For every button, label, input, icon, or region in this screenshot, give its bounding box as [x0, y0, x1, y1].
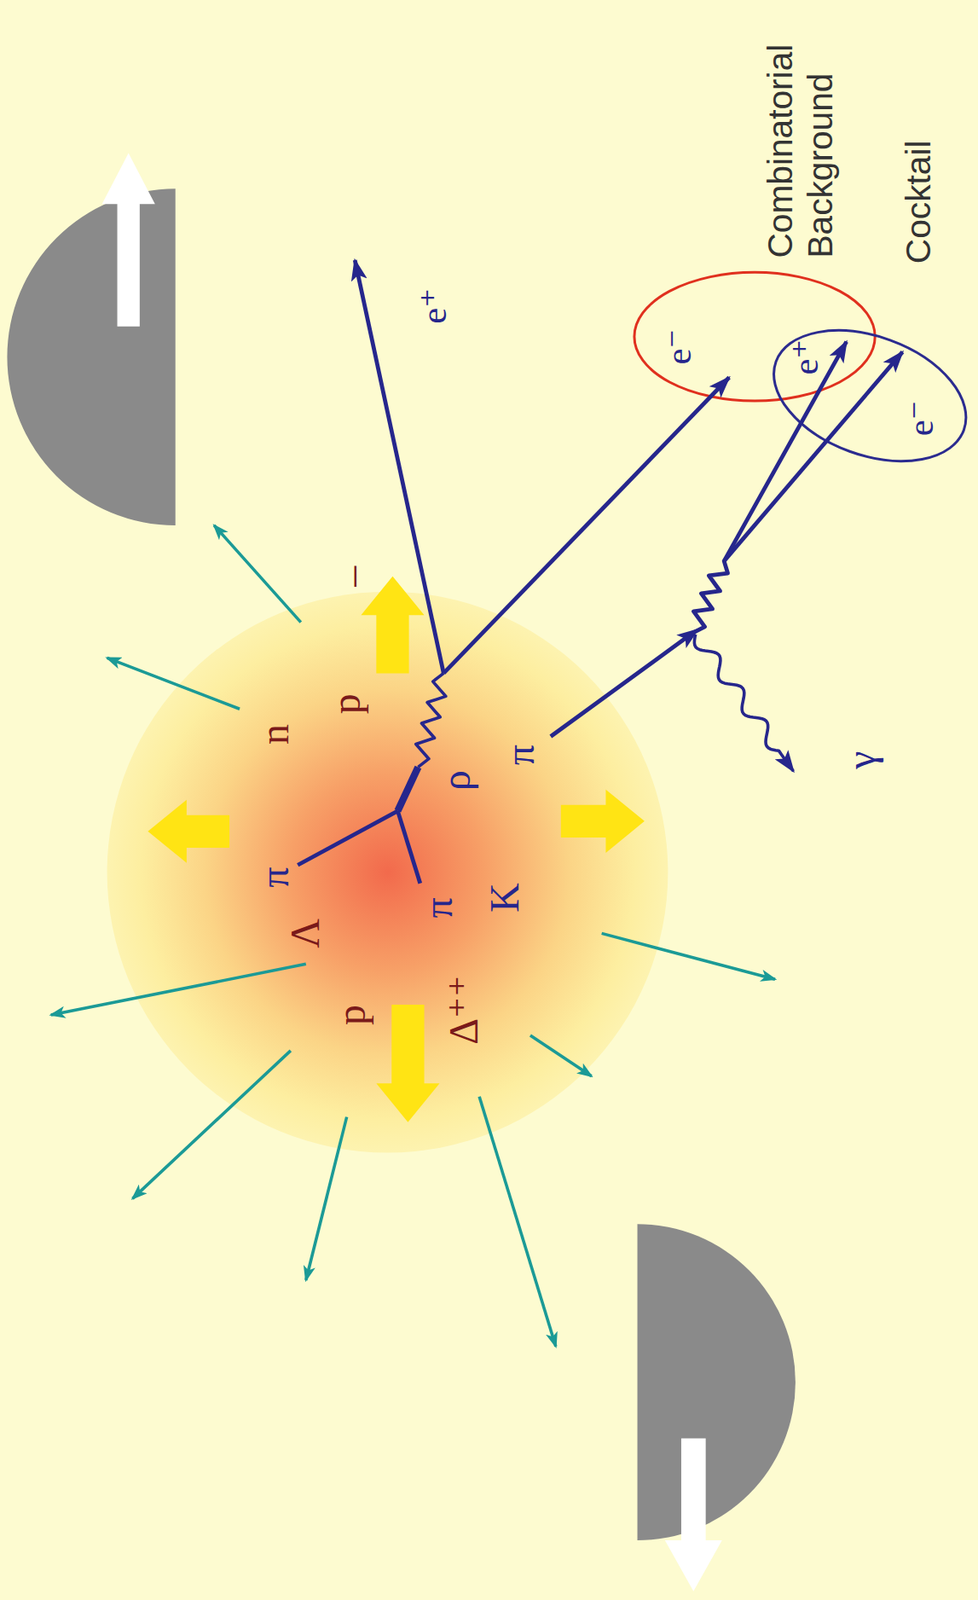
node-outline — [107, 591, 669, 1153]
cocktail-ellipse: e⁺e⁻Cocktail — [769, 326, 970, 466]
electron-label: e⁻ — [659, 329, 697, 365]
ellipse-outline — [634, 271, 875, 401]
electron-label: e⁻ — [902, 399, 939, 436]
group-title: Cocktail — [900, 139, 936, 264]
fireball-disc — [107, 591, 669, 1153]
particle-label: – — [331, 566, 373, 587]
spacer — [693, 561, 724, 633]
nucleus-half — [637, 1223, 796, 1540]
direction-arrow — [102, 152, 156, 326]
direction-arrow — [665, 1437, 723, 1591]
photon-track — [694, 634, 793, 771]
photon-label: γ — [841, 750, 883, 769]
particle-label: p — [326, 693, 368, 714]
particle-label: p — [331, 1004, 373, 1025]
ellipse-outline — [755, 306, 978, 487]
emission-arrow — [214, 525, 301, 623]
conversion-track — [550, 341, 847, 737]
particle-label: ρ — [436, 769, 478, 791]
positron-label: e⁺ — [415, 288, 452, 325]
particle-label: n — [254, 723, 296, 745]
nucleus-half — [6, 188, 175, 526]
particle-label: π — [254, 867, 296, 888]
group-title: Combinatorial Background — [760, 13, 841, 259]
particle-label: K — [484, 882, 526, 913]
electron-track — [443, 377, 730, 674]
particle-label: π — [499, 744, 541, 765]
electron-track — [723, 352, 903, 562]
emission-arrow — [479, 1096, 556, 1347]
particle-label: π — [417, 896, 459, 918]
fireball: pn–ρππΛpπKΔ⁺⁺ — [107, 591, 669, 1153]
electron-label: e⁺ — [787, 339, 824, 376]
background-ellipse: e⁻Combinatorial Background — [632, 270, 878, 403]
particle-label: Λ — [285, 918, 327, 949]
particle-label: Δ⁺⁺ — [443, 974, 485, 1044]
